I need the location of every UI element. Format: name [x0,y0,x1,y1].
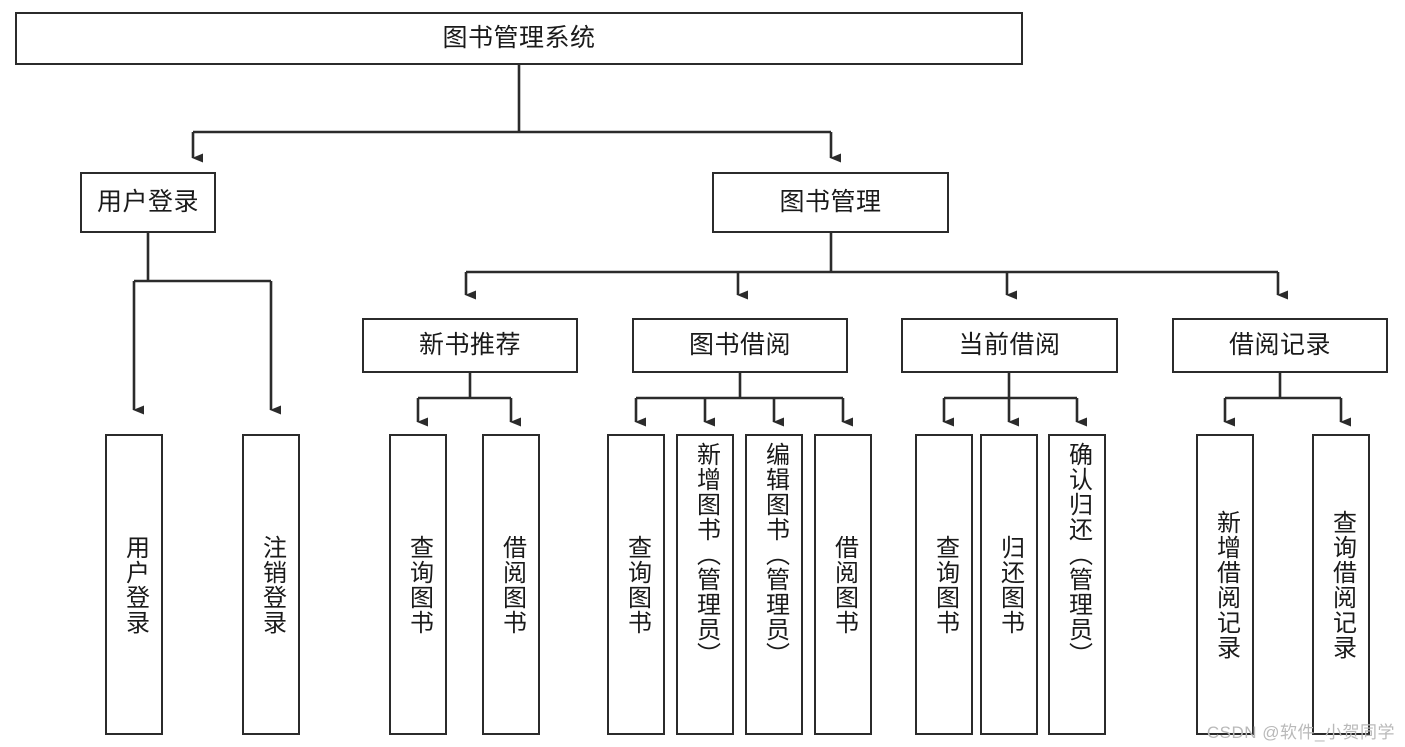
node-label: 确认归还（管理员） [1064,442,1092,667]
node-book-borrow[interactable]: 图书借阅 [632,318,848,373]
node-leaf-logout-login[interactable]: 注销登录 [242,434,300,735]
node-book-manage[interactable]: 图书管理 [712,172,949,233]
node-leaf-borrow-book-2[interactable]: 借阅图书 [814,434,872,735]
node-leaf-confirm-return[interactable]: 确认归还（管理员） [1048,434,1106,735]
node-leaf-edit-book[interactable]: 编辑图书（管理员） [745,434,803,735]
node-label: 图书管理系统 [442,24,596,53]
node-current-borrow[interactable]: 当前借阅 [901,318,1118,373]
node-leaf-return-book[interactable]: 归还图书 [980,434,1038,735]
node-leaf-borrow-book-1[interactable]: 借阅图书 [482,434,540,735]
node-leaf-query-book-1[interactable]: 查询图书 [389,434,447,735]
node-label: 注销登录 [258,534,286,635]
node-leaf-add-book[interactable]: 新增图书（管理员） [676,434,734,735]
node-label: 新增借阅记录 [1212,509,1240,660]
node-label: 当前借阅 [958,331,1061,360]
node-label: 编辑图书（管理员） [761,442,789,667]
node-leaf-query-borrow-record[interactable]: 查询借阅记录 [1312,434,1370,735]
node-label: 借阅图书 [498,534,526,635]
node-label: 图书借阅 [688,331,791,360]
node-label: 归还图书 [996,534,1024,635]
node-label: 新增图书（管理员） [692,442,720,667]
node-leaf-query-book-2[interactable]: 查询图书 [607,434,665,735]
node-root-system[interactable]: 图书管理系统 [15,12,1023,65]
node-user-login[interactable]: 用户登录 [80,172,216,233]
node-label: 借阅图书 [830,534,858,635]
node-label: 查询图书 [623,534,651,635]
node-label: 查询图书 [405,534,433,635]
node-label: 用户登录 [121,534,149,635]
node-label: 借阅记录 [1228,331,1331,360]
node-borrow-record[interactable]: 借阅记录 [1172,318,1388,373]
csdn-watermark: CSDN @软件_小贺同学 [1206,723,1395,742]
node-label: 查询图书 [931,534,959,635]
node-label: 图书管理 [779,188,882,217]
node-leaf-query-book-3[interactable]: 查询图书 [915,434,973,735]
node-leaf-add-borrow-record[interactable]: 新增借阅记录 [1196,434,1254,735]
node-label: 新书推荐 [418,331,521,360]
node-label: 查询借阅记录 [1328,509,1356,660]
node-leaf-user-login[interactable]: 用户登录 [105,434,163,735]
node-new-book-recommend[interactable]: 新书推荐 [362,318,578,373]
node-label: 用户登录 [96,188,199,217]
